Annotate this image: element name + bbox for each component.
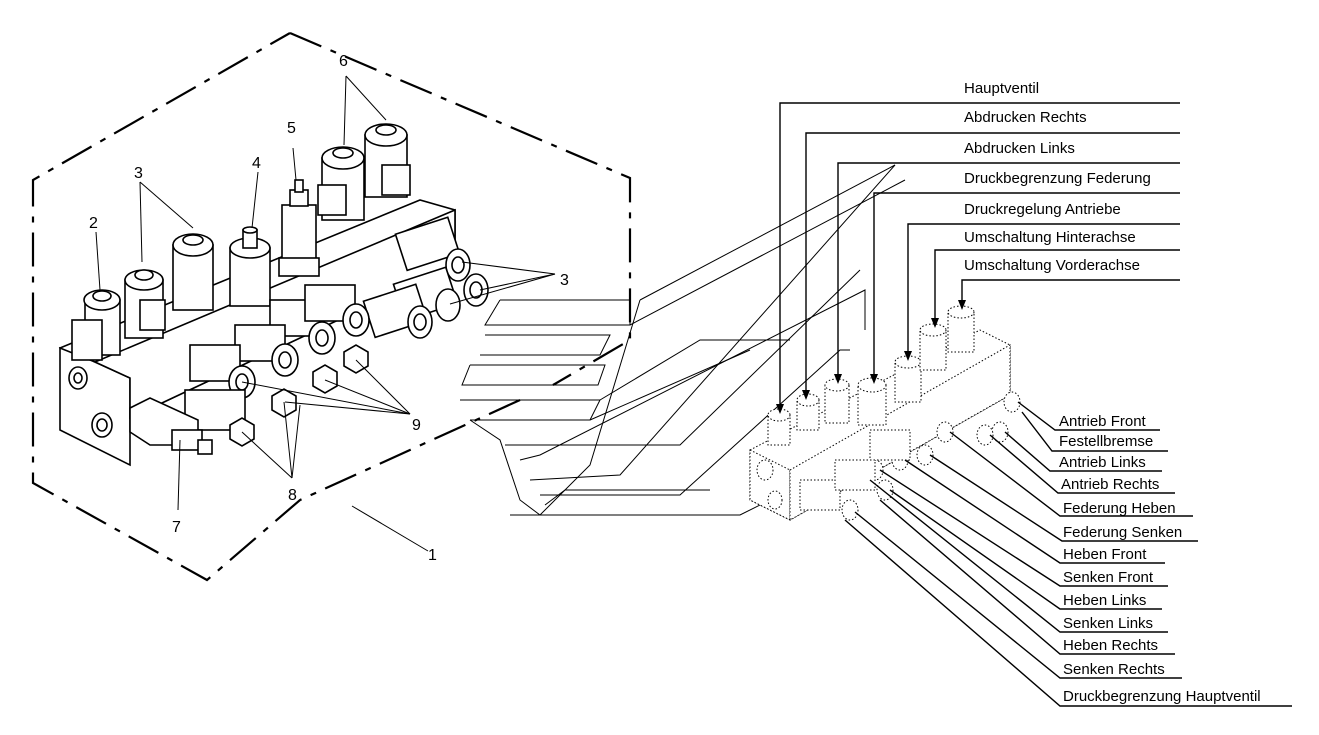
valve-block-left	[58, 123, 489, 467]
label-heben-rechts: Heben Rechts	[1063, 637, 1158, 654]
label-antrieb-links: Antrieb Links	[1059, 454, 1146, 471]
label-umschaltung-hinterachse: Umschaltung Hinterachse	[964, 229, 1136, 246]
label-abdrucken-links: Abdrucken Links	[964, 140, 1075, 157]
callout-3-right: 3	[560, 272, 569, 289]
callout-3-upper: 3	[134, 165, 143, 182]
callout-5: 5	[287, 120, 296, 137]
label-hauptventil: Hauptventil	[964, 80, 1039, 97]
callout-6: 6	[339, 53, 348, 70]
middle-outline-shapes	[460, 164, 906, 516]
label-heben-links: Heben Links	[1063, 592, 1146, 609]
label-druckregelung-antriebe: Druckregelung Antriebe	[964, 201, 1121, 218]
callout-leaders	[95, 75, 556, 552]
callout-9: 9	[412, 417, 421, 434]
callout-8: 8	[288, 487, 297, 504]
callout-7: 7	[172, 519, 181, 536]
label-abdrucken-rechts: Abdrucken Rechts	[964, 109, 1087, 126]
label-senken-rechts: Senken Rechts	[1063, 661, 1165, 678]
callout-4: 4	[252, 155, 261, 172]
label-antrieb-front: Antrieb Front	[1059, 413, 1147, 430]
label-heben-front: Heben Front	[1063, 546, 1147, 563]
label-druckbegrenzung-hauptventil: Druckbegrenzung Hauptventil	[1063, 688, 1261, 705]
label-federung-senken: Federung Senken	[1063, 524, 1182, 541]
side-label-leaders	[844, 401, 1292, 707]
label-senken-front: Senken Front	[1063, 569, 1154, 586]
callout-2: 2	[89, 215, 98, 232]
side-labels: Antrieb Front Festellbremse Antrieb Link…	[1059, 413, 1261, 705]
label-senken-links: Senken Links	[1063, 615, 1153, 632]
label-antrieb-rechts: Antrieb Rechts	[1061, 476, 1159, 493]
assembly-boundary	[31, 31, 632, 582]
top-label-leaders	[776, 102, 1180, 414]
label-umschaltung-vorderachse: Umschaltung Vorderachse	[964, 257, 1140, 274]
label-federung-heben: Federung Heben	[1063, 500, 1176, 517]
callout-numbers: 1 2 3 3 4 5 6 7 8 9	[89, 53, 569, 564]
label-druckbegrenzung-federung: Druckbegrenzung Federung	[964, 170, 1151, 187]
callout-1: 1	[428, 547, 437, 564]
valve-block-right	[749, 305, 1021, 521]
label-festellbremse: Festellbremse	[1059, 433, 1153, 450]
top-labels: Hauptventil Abdrucken Rechts Abdrucken L…	[964, 80, 1151, 274]
